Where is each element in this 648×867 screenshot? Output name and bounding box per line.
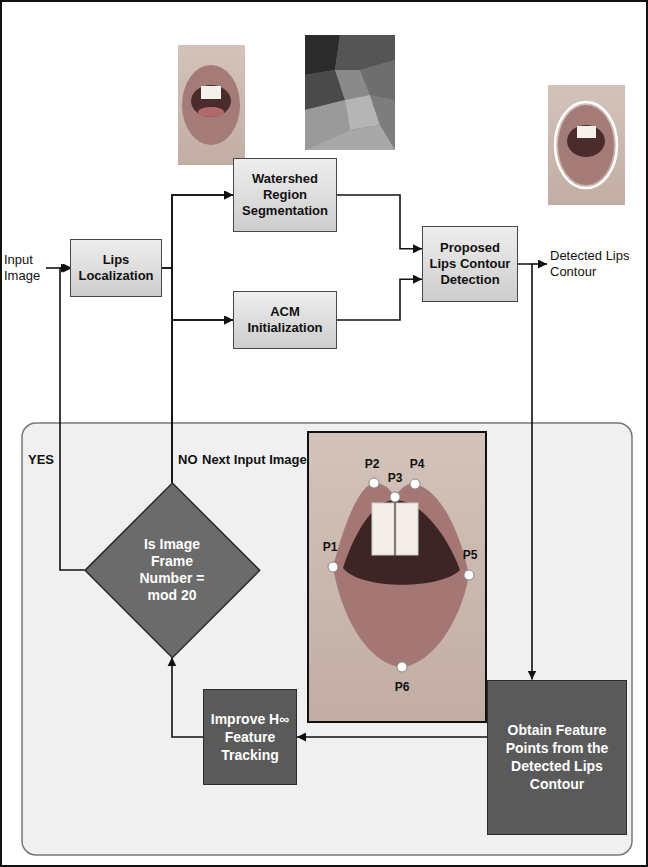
lips-shape	[558, 105, 614, 185]
decision-diamond: Is Image Frame Number = mod 20	[85, 483, 260, 658]
segment-region	[360, 60, 395, 100]
teeth	[201, 86, 221, 99]
feature-point	[464, 570, 474, 580]
branch-label: YES	[26, 452, 56, 468]
segment-ground	[305, 35, 395, 150]
io-label: Detected Lips Contour	[550, 248, 642, 280]
photo-frame	[308, 432, 486, 722]
point-label: P1	[323, 540, 338, 554]
process-box: Improve H∞ Feature Tracking	[203, 689, 297, 785]
point-label: P6	[395, 680, 410, 694]
detected-contour	[555, 102, 617, 188]
io-label: Input Image	[4, 252, 46, 284]
lips-photo	[178, 45, 245, 165]
photo-ground	[548, 85, 625, 205]
process-box: ACM Initialization	[233, 291, 337, 349]
branch-label: NO	[176, 452, 200, 468]
diamond-shape	[85, 483, 260, 658]
feature-point	[369, 478, 379, 488]
box-label: Proposed Lips Contour Detection	[428, 240, 512, 288]
process-box: Lips Localization	[70, 239, 162, 297]
box-label: Lips Localization	[76, 252, 156, 284]
teeth	[372, 503, 394, 555]
point-label: P4	[410, 457, 425, 471]
flow-arrow	[337, 279, 422, 320]
feature-points-photo	[308, 432, 486, 722]
segment-region	[305, 35, 340, 75]
mouth-opening	[191, 85, 231, 117]
feature-point	[390, 492, 400, 502]
teeth	[396, 503, 418, 555]
mouth-opening	[567, 125, 605, 157]
box-label: Is Image Frame Number = mod 20	[128, 536, 216, 604]
lips-shape	[333, 483, 469, 667]
flow-arrow	[337, 195, 422, 249]
loop-panel	[22, 423, 632, 855]
flow-arrow	[172, 657, 203, 737]
point-label: P2	[365, 457, 380, 471]
mouth-opening	[343, 500, 460, 585]
feature-point	[397, 662, 407, 672]
point-label: P5	[463, 548, 478, 562]
box-label: Obtain Feature Points from the Detected …	[494, 721, 620, 793]
flow-arrow	[172, 195, 233, 483]
box-label: Watershed Region Segmentation	[239, 171, 331, 219]
output-arrow	[532, 263, 547, 265]
teeth	[577, 126, 596, 138]
feature-point	[410, 479, 420, 489]
flow-arrow	[518, 264, 532, 680]
process-box: Obtain Feature Points from the Detected …	[487, 680, 627, 835]
lips-shape	[182, 65, 240, 145]
segmentation-image	[305, 35, 395, 150]
point-label: P3	[388, 471, 403, 485]
contour-photo	[548, 85, 625, 205]
box-label: ACM Initialization	[239, 304, 331, 336]
flow-arrow	[297, 736, 487, 738]
tongue	[198, 107, 224, 117]
process-box: Watershed Region Segmentation	[233, 158, 337, 232]
segment-region	[305, 125, 395, 150]
feature-point	[328, 562, 338, 572]
flow-label: Next Input Image	[202, 452, 307, 468]
box-label: Improve H∞ Feature Tracking	[210, 710, 290, 764]
photo-ground	[178, 45, 245, 165]
process-box: Proposed Lips Contour Detection	[422, 226, 518, 302]
flow-arrow	[60, 268, 85, 570]
